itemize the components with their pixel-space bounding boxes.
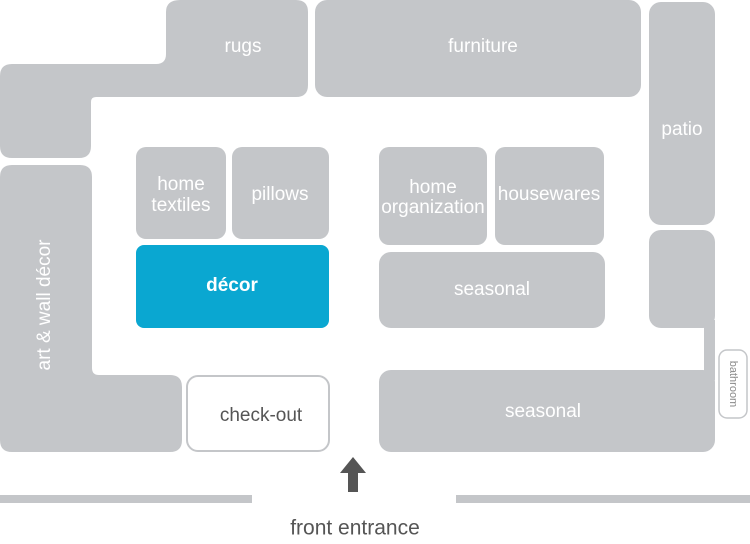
section-home-organization-label-line1: home	[409, 177, 457, 198]
section-pillows-label: pillows	[251, 184, 308, 205]
section-rugs-label: rugs	[225, 36, 262, 57]
section-art-wall-decor-label: art & wall décor	[34, 239, 55, 371]
section-checkout[interactable]: check-out	[186, 375, 330, 452]
section-housewares[interactable]: housewares	[495, 147, 604, 245]
section-seasonal-middle-shape[interactable]	[379, 252, 605, 328]
section-decor-label: décor	[206, 275, 258, 296]
patio-connector	[704, 320, 715, 380]
front-wall-right	[456, 495, 750, 503]
front-wall-left	[0, 495, 252, 503]
section-seasonal-bottom-shape[interactable]	[379, 370, 715, 452]
section-furniture-label: furniture	[448, 36, 518, 57]
section-patio-shape[interactable]	[649, 2, 715, 225]
section-home-textiles-label-line2: textiles	[151, 195, 210, 216]
front-entrance-label: front entrance	[290, 517, 420, 540]
section-checkout-label: check-out	[220, 405, 303, 426]
section-checkout-shape[interactable]	[186, 375, 330, 452]
floor-sections: rugs furniture patio home textiles pillo…	[0, 0, 748, 452]
section-home-organization-label-line2: organization	[381, 197, 485, 218]
section-patio-lower[interactable]	[649, 230, 715, 328]
section-patio-lower-shape[interactable]	[649, 230, 715, 328]
section-patio[interactable]: patio	[649, 2, 715, 225]
section-rugs-shape[interactable]	[0, 0, 308, 158]
section-bathroom-label: bathroom	[727, 361, 739, 407]
section-bathroom-shape[interactable]	[718, 349, 748, 419]
section-art-wall-decor[interactable]: art & wall décor	[0, 165, 182, 452]
section-rugs[interactable]: rugs	[0, 0, 308, 158]
section-furniture-shape[interactable]	[315, 0, 641, 97]
section-furniture[interactable]: furniture	[315, 0, 641, 97]
section-art-wall-decor-shape[interactable]	[0, 165, 182, 452]
section-housewares-label: housewares	[498, 184, 600, 205]
section-seasonal-middle[interactable]: seasonal	[379, 252, 605, 328]
section-housewares-shape[interactable]	[495, 147, 604, 245]
section-pillows[interactable]: pillows	[232, 147, 329, 239]
arrow-up-icon	[340, 457, 366, 492]
section-home-textiles-label-line1: home	[157, 174, 205, 195]
section-seasonal-bottom[interactable]: seasonal	[379, 370, 715, 452]
section-home-textiles-shape[interactable]	[136, 147, 226, 239]
section-bathroom[interactable]: bathroom	[718, 349, 748, 419]
section-home-organization[interactable]: home organization	[379, 147, 487, 245]
section-pillows-shape[interactable]	[232, 147, 329, 239]
section-home-textiles[interactable]: home textiles	[136, 147, 226, 239]
section-seasonal-middle-label: seasonal	[454, 279, 530, 300]
section-patio-label: patio	[661, 119, 702, 140]
section-decor-shape[interactable]	[136, 245, 329, 328]
section-decor[interactable]: décor	[136, 245, 329, 328]
section-seasonal-bottom-label: seasonal	[505, 401, 581, 422]
section-home-organization-shape[interactable]	[379, 147, 487, 245]
